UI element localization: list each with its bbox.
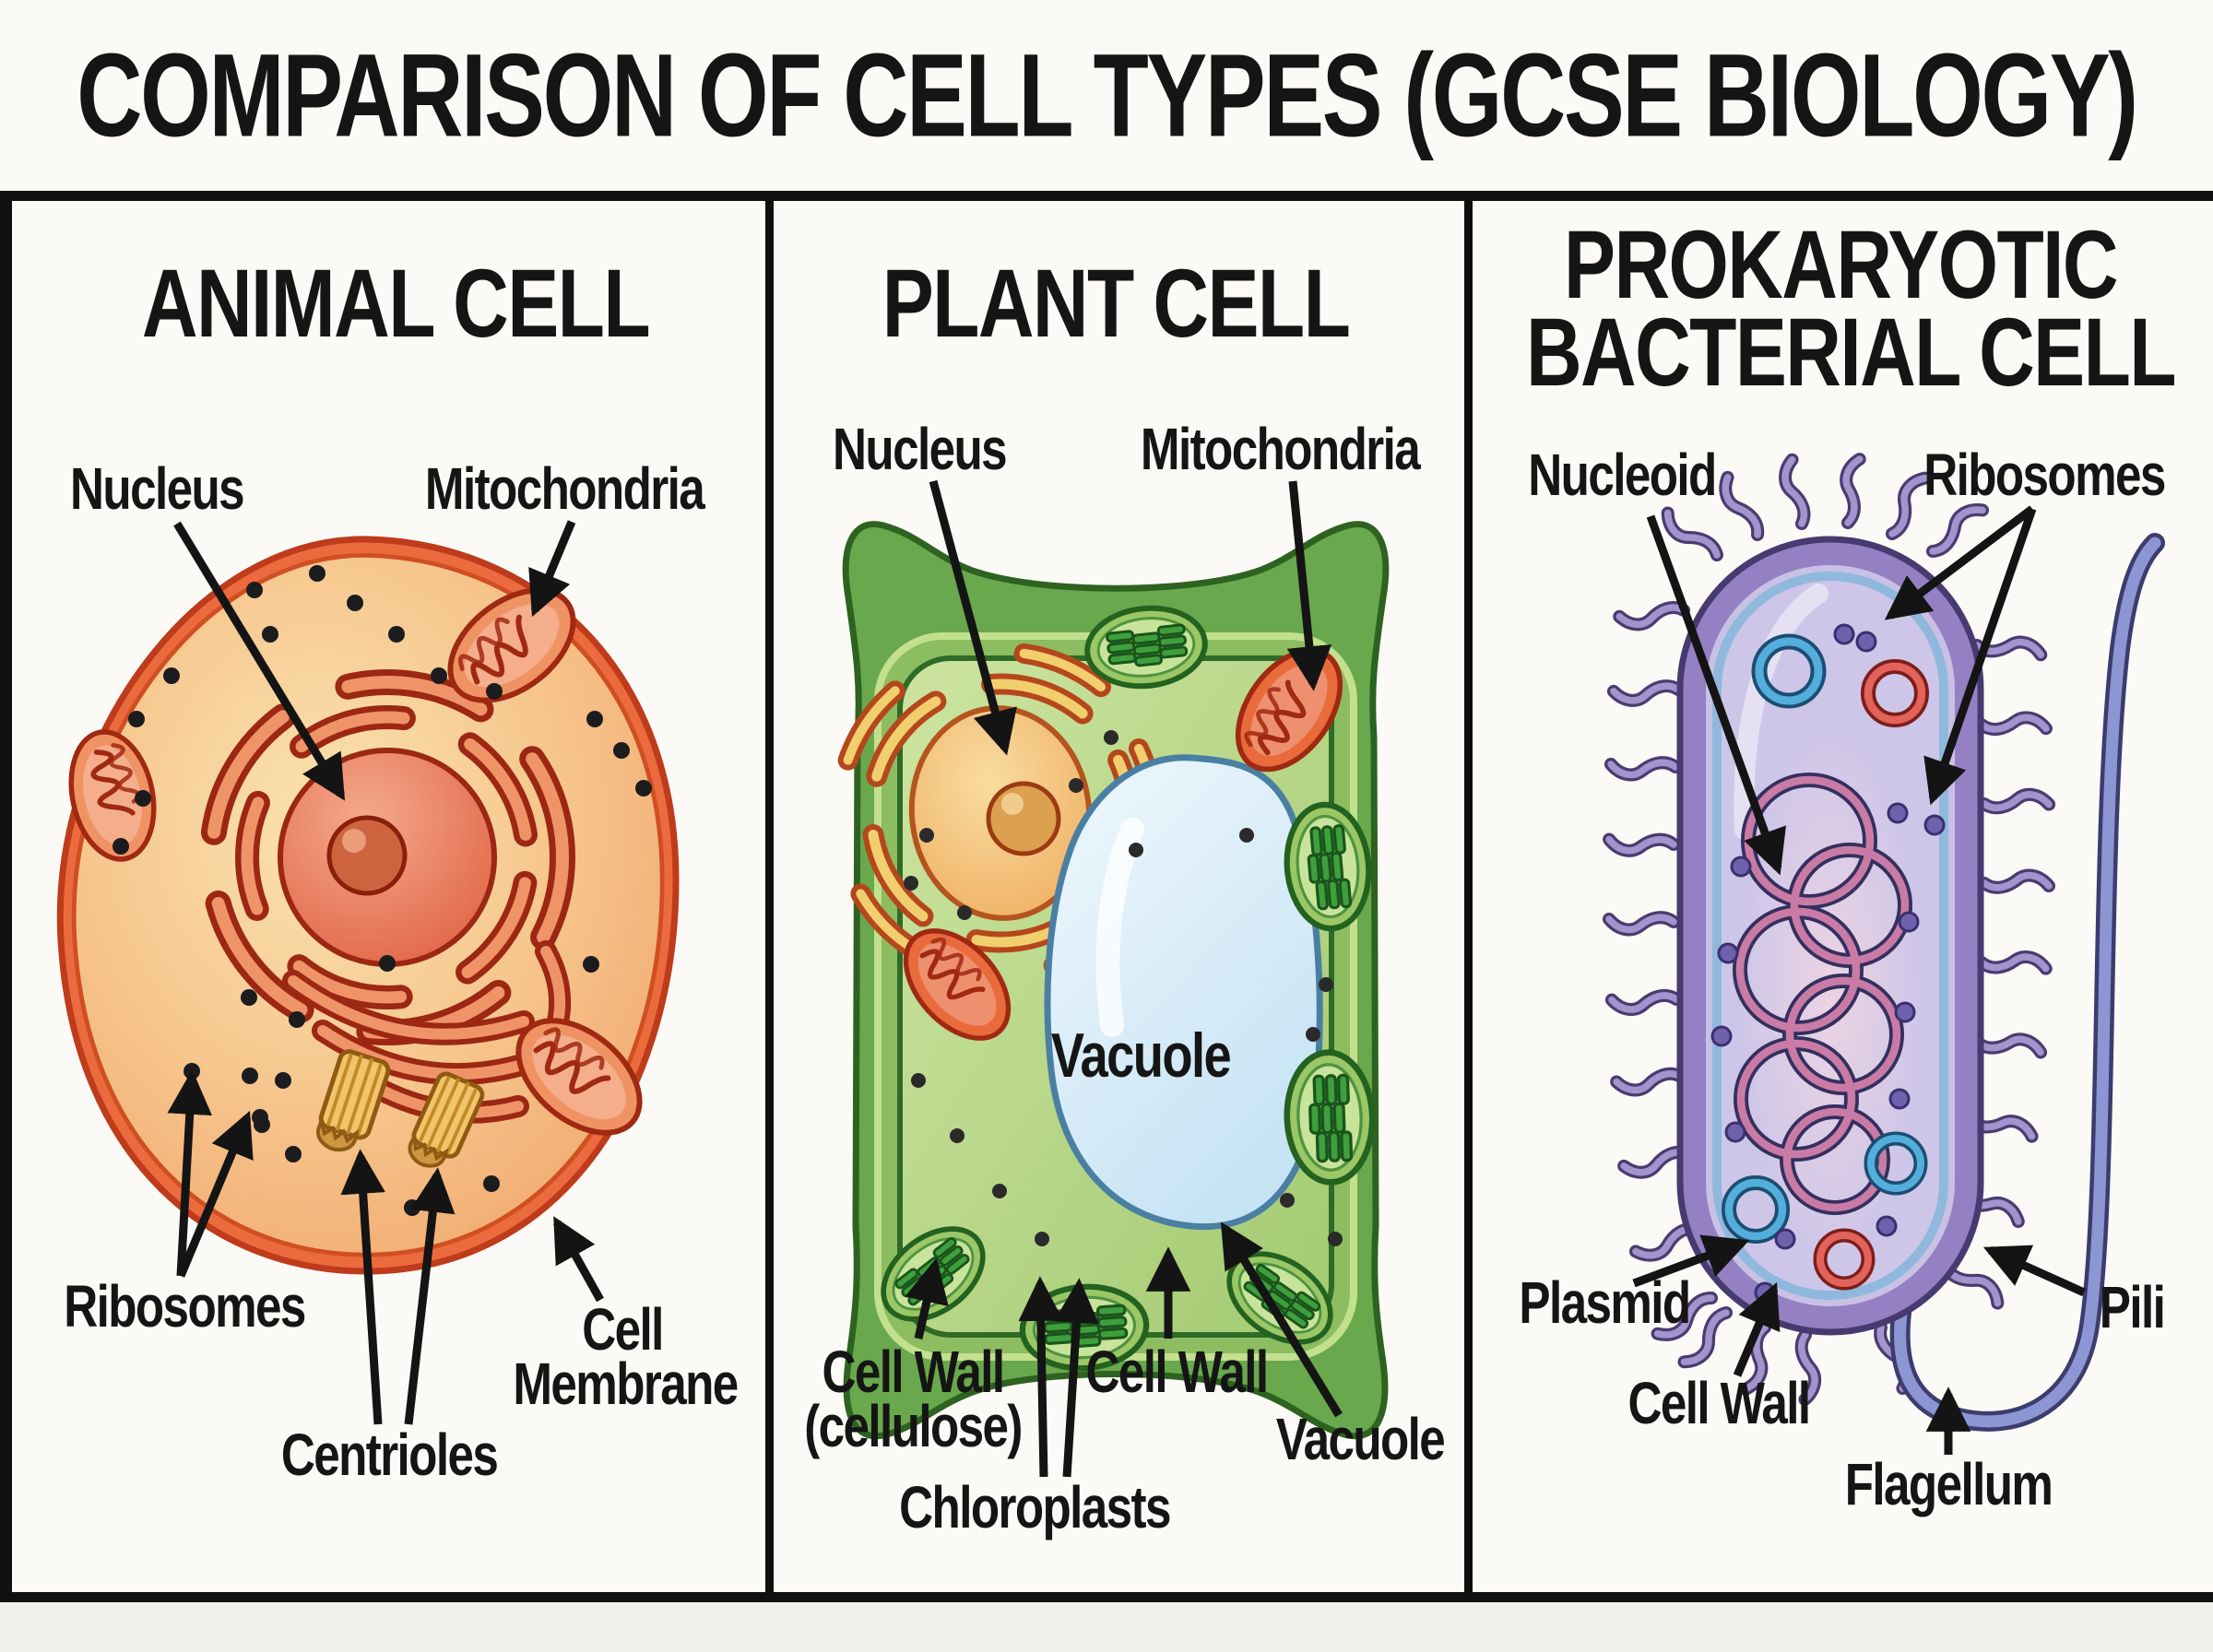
arrow-bacterial-plasmid (1632, 1234, 1750, 1288)
plant-nucleus-label: Nucleus (833, 416, 1008, 482)
plant-panel-title: PLANT CELL (882, 250, 1351, 358)
plasmid-rings (1722, 633, 1929, 1291)
plant-cell-figure (829, 521, 1390, 1440)
animal-nucleolus (326, 815, 408, 896)
page-title: COMPARISON OF CELL TYPES (GCSE BIOLOGY) (77, 30, 2138, 162)
nucleolus-highlight (1001, 793, 1024, 815)
animal-cell-membrane-label-line2: Membrane (513, 1351, 739, 1417)
animal-mitochondria-label: Mitochondria (424, 455, 705, 522)
arrow-bacterial-ribosomes-2 (1923, 507, 2037, 806)
arrow-animal-nucleus (173, 521, 346, 801)
chloroplast-graphic (1284, 1051, 1374, 1184)
plant-cell-wall-cellulose-label-line2: (cellulose) (804, 1393, 1023, 1459)
arrow-plant-vacuole (1220, 1221, 1343, 1418)
arrow-plant-chloroplasts-2 (1054, 1278, 1099, 1478)
bacterial-ribosomes-label: Ribosomes (1923, 442, 2166, 508)
arrow-plant-chloroplasts-1 (1018, 1276, 1064, 1478)
arrow-animal-centrioles-1 (340, 1149, 385, 1425)
bacterial-panel-title-line1: PROKARYOTIC (1564, 211, 2119, 319)
top-divider (0, 191, 2213, 201)
animal-panel-title: ANIMAL CELL (141, 250, 651, 358)
bottom-divider (0, 1592, 2213, 1602)
arrow-animal-ribosomes-2 (176, 1110, 254, 1278)
plant-vacuole-bottom-label: Vacuole (1275, 1406, 1446, 1472)
animal-centrioles-label: Centrioles (280, 1422, 499, 1488)
arrow-bacterial-cell-wall (1733, 1281, 1781, 1377)
plant-cell-wall-right-label: Cell Wall (1085, 1339, 1269, 1405)
arrow-animal-cell-membrane (553, 1216, 604, 1303)
bottom-margin (0, 1602, 2213, 1652)
bacterial-cell-wall-label: Cell Wall (1627, 1370, 1811, 1436)
plant-ribosome-dots (904, 730, 1343, 1246)
arrow-plant-cell-wall-cellulose (905, 1257, 949, 1339)
plant-cell-wall-cellulose-label-line1: Cell Wall (822, 1339, 1005, 1405)
bacterial-plasmid-label: Plasmid (1519, 1269, 1691, 1336)
arrow-plant-mitochondria (1286, 480, 1332, 691)
plant-vacuole-inner-label: Vacuole (1050, 1021, 1232, 1091)
animal-nucleus-label: Nucleus (70, 455, 245, 522)
animal-cell-membrane-label-line1: Cell (582, 1296, 664, 1363)
arrow-animal-centrioles-2 (404, 1167, 456, 1425)
arrow-bacterial-pili (1982, 1245, 2086, 1297)
arrow-animal-ribosomes-1 (167, 1069, 212, 1277)
animal-ribosomes-label: Ribosomes (64, 1273, 306, 1339)
bacterial-pili-label: Pili (2099, 1274, 2166, 1340)
bacterial-panel-title-line2: BACTERIAL CELL (1525, 299, 2177, 407)
bacterial-cell-figure (1609, 458, 2165, 1432)
column-divider-2 (1464, 191, 1473, 1602)
plant-chloroplasts-label: Chloroplasts (899, 1474, 1171, 1540)
arrow-bacterial-nucleoid (1646, 514, 1786, 876)
plant-nucleolus (986, 781, 1061, 856)
arrow-plant-nucleus (929, 479, 1017, 756)
arrow-animal-mitochondria (528, 520, 576, 618)
column-divider-1 (765, 191, 774, 1602)
plant-vacuole-graphic (1044, 754, 1323, 1231)
animal-cell-figure (60, 539, 676, 1271)
nucleoid-graphic (1733, 773, 1912, 1215)
bacterial-nucleoid-label: Nucleoid (1528, 442, 1717, 508)
arrow-bacterial-ribosomes-1 (1884, 505, 2035, 620)
vacuole-highlight (1095, 818, 1144, 1037)
nucleolus-highlight (342, 829, 366, 853)
annotation-arrows (167, 479, 2086, 1478)
plant-mitochondria-label: Mitochondria (1140, 416, 1421, 482)
left-border (0, 191, 12, 1602)
bacterial-flagellum-label: Flagellum (1844, 1451, 2053, 1517)
